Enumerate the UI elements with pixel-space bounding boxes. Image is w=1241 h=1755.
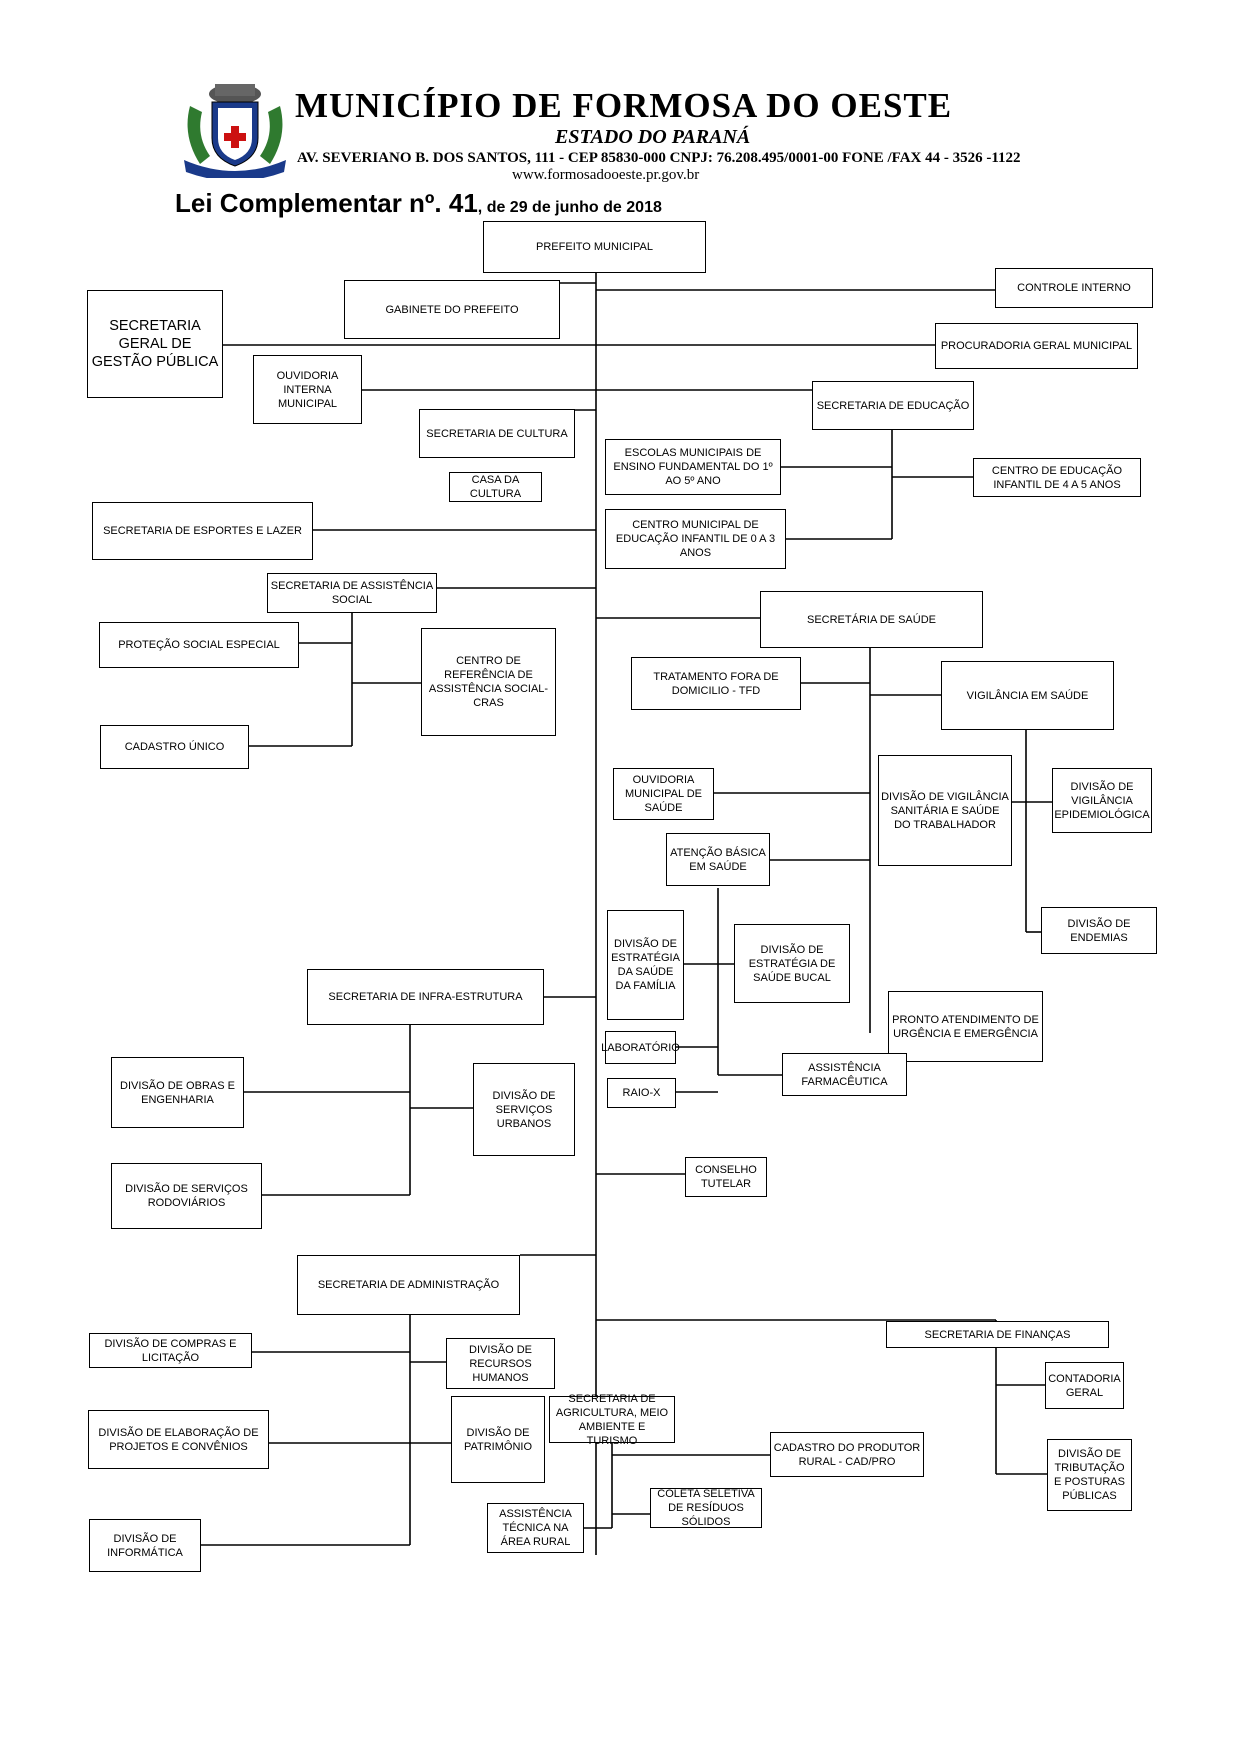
node-secretaria-cultura: SECRETARIA DE CULTURA [419,409,575,458]
node-div-servicos-urbanos: DIVISÃO DE SERVIÇOS URBANOS [473,1063,575,1156]
node-coleta-seletiva: COLETA SELETIVA DE RESÍDUOS SÓLIDOS [650,1488,762,1528]
law-number: Lei Complementar nº. 41 [175,188,478,218]
node-cadastro-unico: CADASTRO ÚNICO [100,725,249,769]
node-cras: CENTRO DE REFERÊNCIA DE ASSISTÊNCIA SOCI… [421,628,556,736]
node-div-obras: DIVISÃO DE OBRAS E ENGENHARIA [111,1057,244,1128]
node-div-patrimonio: DIVISÃO DE PATRIMÔNIO [451,1396,545,1483]
node-cad-pro: CADASTRO DO PRODUTOR RURAL - CAD/PRO [770,1432,924,1477]
node-pronto-atendimento: PRONTO ATENDIMENTO DE URGÊNCIA E EMERGÊN… [888,991,1043,1062]
node-assistencia-tecnica: ASSISTÊNCIA TÉCNICA NA ÁREA RURAL [487,1503,584,1553]
node-escolas-municipais: ESCOLAS MUNICIPAIS DE ENSINO FUNDAMENTAL… [605,439,781,495]
node-assistencia-farmaceutica: ASSISTÊNCIA FARMACÊUTICA [782,1053,907,1096]
node-div-tributacao: DIVISÃO DE TRIBUTAÇÃO E POSTURAS PÚBLICA… [1047,1439,1132,1511]
node-secretaria-financas: SECRETARIA DE FINANÇAS [886,1321,1109,1348]
state-name: ESTADO DO PARANÁ [555,126,751,148]
law-date: , de 29 de junho de 2018 [477,199,662,216]
node-div-vigilancia-sanitaria: DIVISÃO DE VIGILÂNCIA SANITÁRIA E SAÚDE … [878,755,1012,866]
node-secretaria-administracao: SECRETARIA DE ADMINISTRAÇÃO [297,1255,520,1315]
address-line: AV. SEVERIANO B. DOS SANTOS, 111 - CEP 8… [297,150,1021,166]
node-secretaria-geral-gestao: SECRETARIA GERAL DE GESTÃO PÚBLICA [87,290,223,398]
node-centro-infantil-4-5: CENTRO DE EDUCAÇÃO INFANTIL DE 4 A 5 ANO… [973,458,1141,497]
node-secretaria-educacao: SECRETARIA DE EDUCAÇÃO [812,381,974,430]
node-controle-interno: CONTROLE INTERNO [995,268,1153,308]
node-div-saude-familia: DIVISÃO DE ESTRATÉGIA DA SAÚDE DA FAMÍLI… [607,910,684,1020]
node-div-vigilancia-epidemiologica: DIVISÃO DE VIGILÂNCIA EPIDEMIOLÓGICA [1052,768,1152,833]
node-div-projetos: DIVISÃO DE ELABORAÇÃO DE PROJETOS E CONV… [88,1410,269,1469]
municipality-title: MUNICÍPIO DE FORMOSA DO OESTE [295,86,953,125]
node-ouvidoria-interna: OUVIDORIA INTERNA MUNICIPAL [253,355,362,424]
node-secretaria-saude: SECRETÁRIA DE SAÚDE [760,591,983,648]
node-protecao-social: PROTEÇÃO SOCIAL ESPECIAL [99,622,299,668]
node-contadoria-geral: CONTADORIA GERAL [1045,1362,1124,1409]
node-vigilancia-saude: VIGILÂNCIA EM SAÚDE [941,661,1114,730]
node-div-servicos-rodoviarios: DIVISÃO DE SERVIÇOS RODOVIÁRIOS [111,1163,262,1229]
node-div-recursos-humanos: DIVISÃO DE RECURSOS HUMANOS [446,1338,555,1389]
node-gabinete-prefeito: GABINETE DO PREFEITO [344,280,560,339]
node-conselho-tutelar: CONSELHO TUTELAR [685,1157,767,1197]
law-heading: Lei Complementar nº. 41, de 29 de junho … [175,188,662,219]
node-secretaria-assistencia: SECRETARIA DE ASSISTÊNCIA SOCIAL [267,573,437,613]
node-div-informatica: DIVISÃO DE INFORMÁTICA [89,1519,201,1572]
node-div-compras: DIVISÃO DE COMPRAS E LICITAÇÃO [89,1333,252,1368]
municipal-crest-logo [184,84,286,178]
node-raio-x: RAIO-X [607,1078,676,1108]
node-prefeito-municipal: PREFEITO MUNICIPAL [483,221,706,273]
node-secretaria-agricultura: SECRETARIA DE AGRICULTURA, MEIO AMBIENTE… [549,1393,675,1447]
node-casa-cultura: CASA DA CULTURA [449,472,542,502]
node-tfd: TRATAMENTO FORA DE DOMICILIO - TFD [631,657,801,710]
node-laboratorio: LABORATÓRIO [601,1031,680,1064]
node-secretaria-esportes: SECRETARIA DE ESPORTES E LAZER [92,502,313,560]
node-ouvidoria-saude: OUVIDORIA MUNICIPAL DE SAÚDE [613,768,714,820]
node-atencao-basica: ATENÇÃO BÁSICA EM SAÚDE [666,833,770,886]
website-link[interactable]: www.formosadooeste.pr.gov.br [512,167,700,183]
node-div-endemias: DIVISÃO DE ENDEMIAS [1041,907,1157,954]
node-div-saude-bucal: DIVISÃO DE ESTRATÉGIA DE SAÚDE BUCAL [734,924,850,1003]
node-secretaria-infraestrutura: SECRETARIA DE INFRA-ESTRUTURA [307,969,544,1025]
node-procuradoria: PROCURADORIA GERAL MUNICIPAL [935,323,1138,369]
node-centro-infantil-0-3: CENTRO MUNICIPAL DE EDUCAÇÃO INFANTIL DE… [605,509,786,569]
